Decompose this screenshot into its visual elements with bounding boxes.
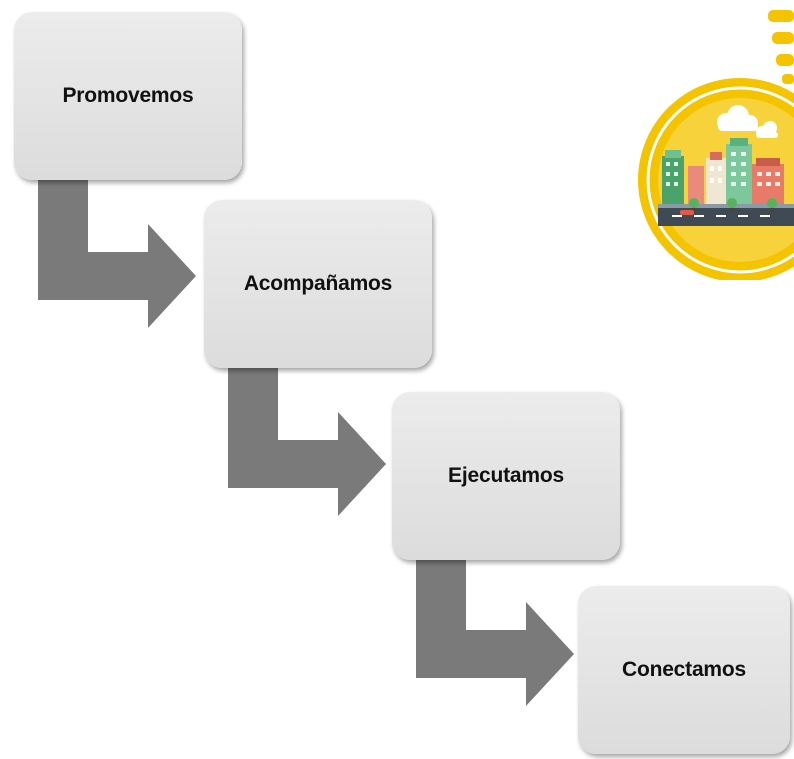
- step-box-acompanamos: Acompañamos: [204, 200, 432, 368]
- step-label: Conectamos: [621, 658, 747, 681]
- step-box-conectamos: Conectamos: [578, 586, 790, 754]
- step-label: Ejecutamos: [448, 464, 564, 487]
- elbow-arrow-1: [38, 172, 196, 328]
- elbow-arrow-3: [416, 550, 574, 706]
- step-box-ejecutamos: Ejecutamos: [392, 392, 620, 560]
- step-label: Acompañamos: [243, 272, 393, 295]
- city-illustration-icon: [638, 10, 794, 280]
- elbow-arrow-2: [228, 360, 386, 516]
- step-label: Promovemos: [62, 84, 194, 107]
- step-box-promovemos: Promovemos: [14, 12, 242, 180]
